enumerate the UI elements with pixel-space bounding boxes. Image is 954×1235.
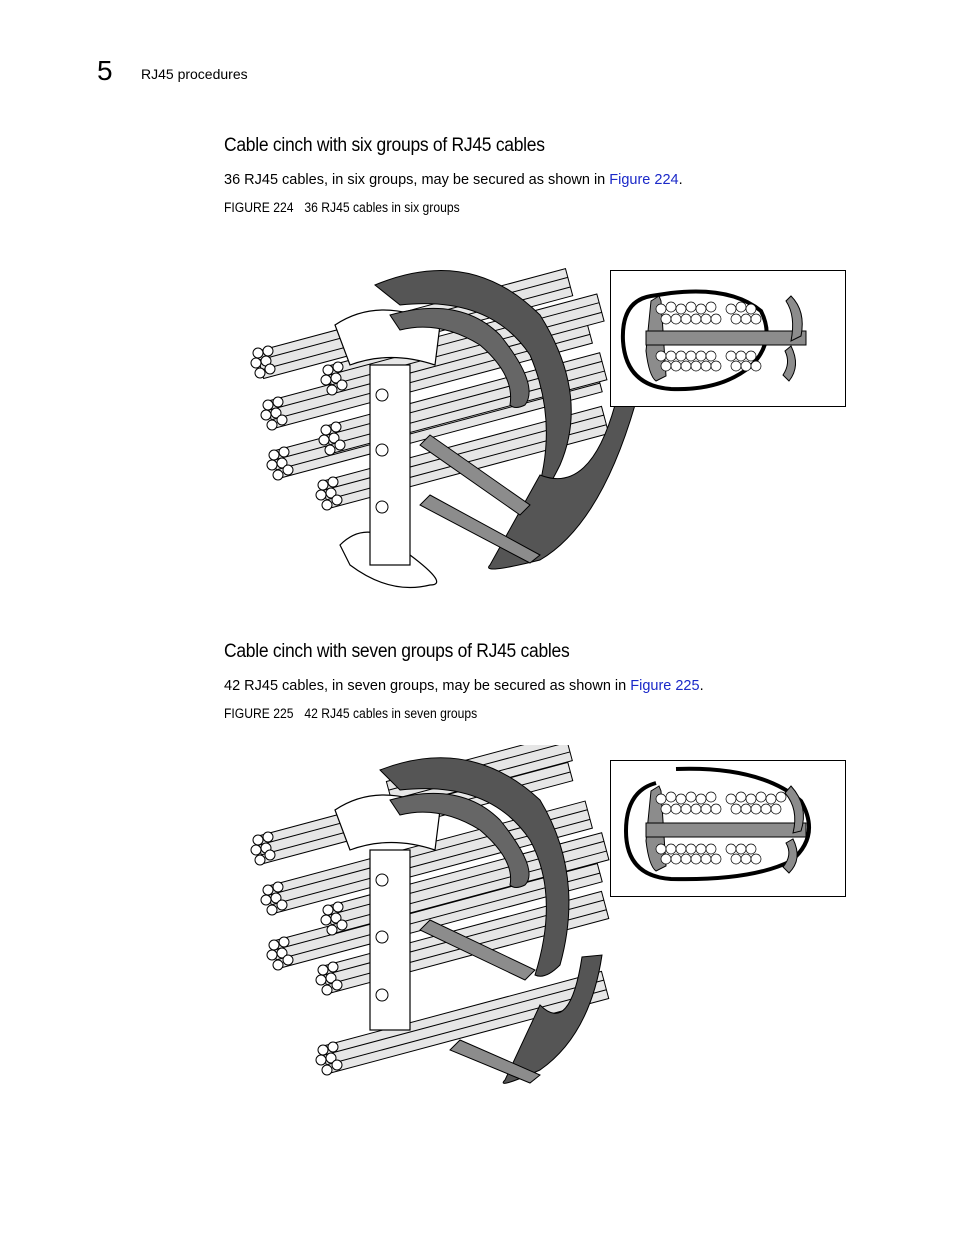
figure-224-cross-section-inset — [610, 270, 846, 407]
cable-bundle-seven-groups-drawing — [250, 732, 610, 1084]
figure-label: FIGURE 224 — [224, 200, 294, 215]
figure-225-link[interactable]: Figure 225 — [630, 678, 700, 694]
cross-section-seven-groups-drawing — [623, 766, 811, 882]
section-heading-six-groups: Cable cinch with six groups of RJ45 cabl… — [224, 135, 545, 156]
figure-225-cross-section-inset — [610, 760, 846, 897]
figure-224-illustration — [240, 255, 640, 595]
figure-224-caption: FIGURE 224 36 RJ45 cables in six groups — [224, 200, 460, 216]
paragraph-end: . — [678, 172, 683, 188]
figure-225-illustration — [240, 732, 640, 1090]
figure-label: FIGURE 225 — [224, 706, 294, 721]
cable-bundle-six-groups-drawing — [250, 268, 636, 589]
paragraph-text: 42 RJ45 cables, in seven groups, may be … — [224, 678, 631, 694]
chapter-number: 5 — [97, 55, 113, 86]
cross-section-six-groups-drawing — [620, 289, 807, 392]
section-heading-seven-groups: Cable cinch with seven groups of RJ45 ca… — [224, 641, 570, 662]
paragraph-text: 36 RJ45 cables, in six groups, may be se… — [224, 172, 610, 188]
running-head: RJ45 procedures — [141, 66, 248, 82]
figure-224-link[interactable]: Figure 224 — [609, 172, 679, 188]
figure-title: 36 RJ45 cables in six groups — [304, 200, 460, 215]
figure-title: 42 RJ45 cables in seven groups — [304, 706, 478, 721]
paragraph-end: . — [699, 678, 704, 694]
section-paragraph-seven-groups: 42 RJ45 cables, in seven groups, may be … — [224, 677, 704, 695]
figure-225-caption: FIGURE 225 42 RJ45 cables in seven groups — [224, 706, 477, 722]
section-paragraph-six-groups: 36 RJ45 cables, in six groups, may be se… — [224, 171, 683, 189]
